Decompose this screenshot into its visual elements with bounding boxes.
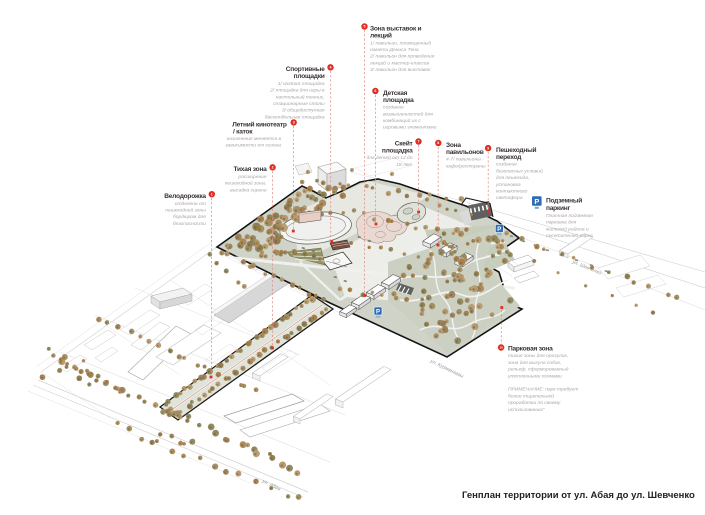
svg-text:5: 5 bbox=[364, 25, 366, 29]
svg-text:лекций и мастер-классов: лекций и мастер-классов bbox=[369, 59, 430, 66]
svg-text:более тщательной: более тщательной bbox=[508, 392, 554, 399]
svg-text:3/ общедоступная: 3/ общедоступная bbox=[282, 108, 325, 114]
svg-text:2: 2 bbox=[272, 166, 274, 170]
svg-text:Зона выставок и: Зона выставок и bbox=[370, 26, 422, 33]
svg-text:1/ workout площадка: 1/ workout площадка bbox=[278, 81, 325, 87]
svg-text:зависимости от сезона: зависимости от сезона bbox=[224, 144, 281, 149]
svg-text:площадка: площадка bbox=[382, 147, 413, 154]
svg-text:/ каток: / каток bbox=[233, 128, 253, 135]
svg-text:3/ павильон для выставок: 3/ павильон для выставок bbox=[370, 67, 431, 73]
svg-text:переход: переход bbox=[496, 154, 522, 161]
svg-text:создание: создание bbox=[496, 162, 517, 168]
svg-text:3: 3 bbox=[293, 121, 295, 125]
svg-text:Детская: Детская bbox=[383, 90, 408, 97]
svg-text:безопасности: безопасности bbox=[173, 221, 206, 227]
svg-text:1/ павильон, посвященный: 1/ павильон, посвященный bbox=[370, 39, 431, 46]
svg-text:10: 10 bbox=[499, 346, 503, 350]
svg-text:парковка для: парковка для bbox=[546, 220, 577, 226]
svg-text:Летний кинотеатр: Летний кинотеатр bbox=[232, 120, 287, 128]
svg-text:кафе/рестораны: кафе/рестораны bbox=[446, 163, 486, 169]
svg-text:создание: создание bbox=[383, 105, 404, 111]
svg-text:ПРИМЕЧАНИЕ: парк требует: ПРИМЕЧАНИЕ: парк требует bbox=[508, 387, 578, 393]
svg-text:8: 8 bbox=[437, 141, 439, 145]
svg-text:Генплан территории от ул. Абая: Генплан территории от ул. Абая до ул. Ше… bbox=[462, 490, 695, 501]
svg-text:комбинаций их с: комбинаций их с bbox=[383, 117, 421, 124]
svg-text:светофора: светофора bbox=[496, 195, 523, 201]
svg-text:использованию”: использованию” bbox=[508, 407, 545, 413]
svg-text:памяти Дениса Тена: памяти Дениса Тена bbox=[370, 47, 419, 53]
svg-text:пешеходной зоны,: пешеходной зоны, bbox=[225, 180, 267, 187]
svg-text:стационарные столы: стационарные столы bbox=[273, 102, 325, 107]
svg-text:бордюром для: бордюром для bbox=[173, 214, 206, 220]
svg-text:P: P bbox=[497, 227, 501, 233]
svg-text:жителей района и: жителей района и bbox=[545, 225, 589, 232]
svg-text:1: 1 bbox=[211, 192, 213, 196]
svg-text:18 лет: 18 лет bbox=[396, 162, 412, 168]
svg-text:Велодорожка: Велодорожка bbox=[164, 193, 206, 200]
svg-text:посетителей парка: посетителей парка bbox=[546, 232, 593, 239]
svg-text:возвышенностей для: возвышенностей для bbox=[383, 110, 433, 117]
svg-text:тихие зоны для прогулок,: тихие зоны для прогулок, bbox=[508, 353, 568, 359]
svg-text:Платная подземная: Платная подземная bbox=[546, 213, 593, 219]
svg-text:P: P bbox=[376, 309, 380, 315]
svg-text:отделена от: отделена от bbox=[175, 201, 206, 207]
svg-text:для детей от 12 до: для детей от 12 до bbox=[366, 154, 412, 161]
svg-text:паркинг: паркинг bbox=[546, 205, 571, 212]
svg-text:игровыми элементами: игровыми элементами bbox=[383, 126, 437, 131]
svg-text:P: P bbox=[534, 197, 539, 206]
svg-text:назначение меняется в: назначение меняется в bbox=[227, 137, 282, 142]
svg-text:для пешехода,: для пешехода, bbox=[496, 175, 529, 181]
svg-text:контактного: контактного bbox=[496, 190, 528, 195]
svg-text:установка: установка bbox=[495, 183, 521, 188]
svg-text:Парковая зона: Парковая зона bbox=[508, 346, 553, 353]
svg-text:лекций: лекций bbox=[370, 32, 392, 40]
svg-text:6: 6 bbox=[374, 89, 376, 93]
svg-text:4-7/ павильоны -: 4-7/ павильоны - bbox=[446, 157, 484, 163]
svg-text:утопленными холмами: утопленными холмами bbox=[507, 374, 562, 379]
svg-text:пешеходной зоны: пешеходной зоны bbox=[165, 207, 206, 214]
svg-text:9: 9 bbox=[487, 146, 489, 150]
svg-text:Тихая зона: Тихая зона bbox=[233, 166, 267, 173]
svg-text:Зона: Зона bbox=[446, 142, 461, 149]
svg-text:2/ площадка для игры в: 2/ площадка для игры в bbox=[269, 88, 325, 94]
svg-text:настольный теннис,: настольный теннис, bbox=[276, 93, 325, 100]
svg-text:площадки: площадки bbox=[294, 73, 325, 80]
svg-text:Пешеходный: Пешеходный bbox=[496, 146, 536, 154]
svg-text:рельеф, сформированный: рельеф, сформированный bbox=[507, 366, 569, 373]
svg-text:баскетбольная площадка: баскетбольная площадка bbox=[265, 114, 325, 120]
svg-text:расширение: расширение bbox=[237, 175, 267, 180]
svg-text:павильонов: павильонов bbox=[446, 149, 484, 156]
svg-text:Спортивные: Спортивные bbox=[286, 66, 325, 73]
svg-text:2/ павильон для проведения: 2/ павильон для проведения bbox=[369, 54, 435, 60]
svg-text:высадка сирени: высадка сирени bbox=[230, 187, 267, 193]
svg-text:7: 7 bbox=[418, 140, 420, 144]
svg-text:Скейт: Скейт bbox=[395, 139, 414, 147]
svg-text:4: 4 bbox=[330, 66, 332, 70]
svg-text:зона для выгула собак,: зона для выгула собак, bbox=[507, 360, 561, 366]
svg-text:проработки по своему: проработки по своему bbox=[508, 400, 561, 406]
svg-text:Подземный: Подземный bbox=[546, 196, 582, 204]
svg-text:площадка: площадка bbox=[383, 97, 414, 104]
svg-text:безопасных условий: безопасных условий bbox=[496, 167, 543, 174]
